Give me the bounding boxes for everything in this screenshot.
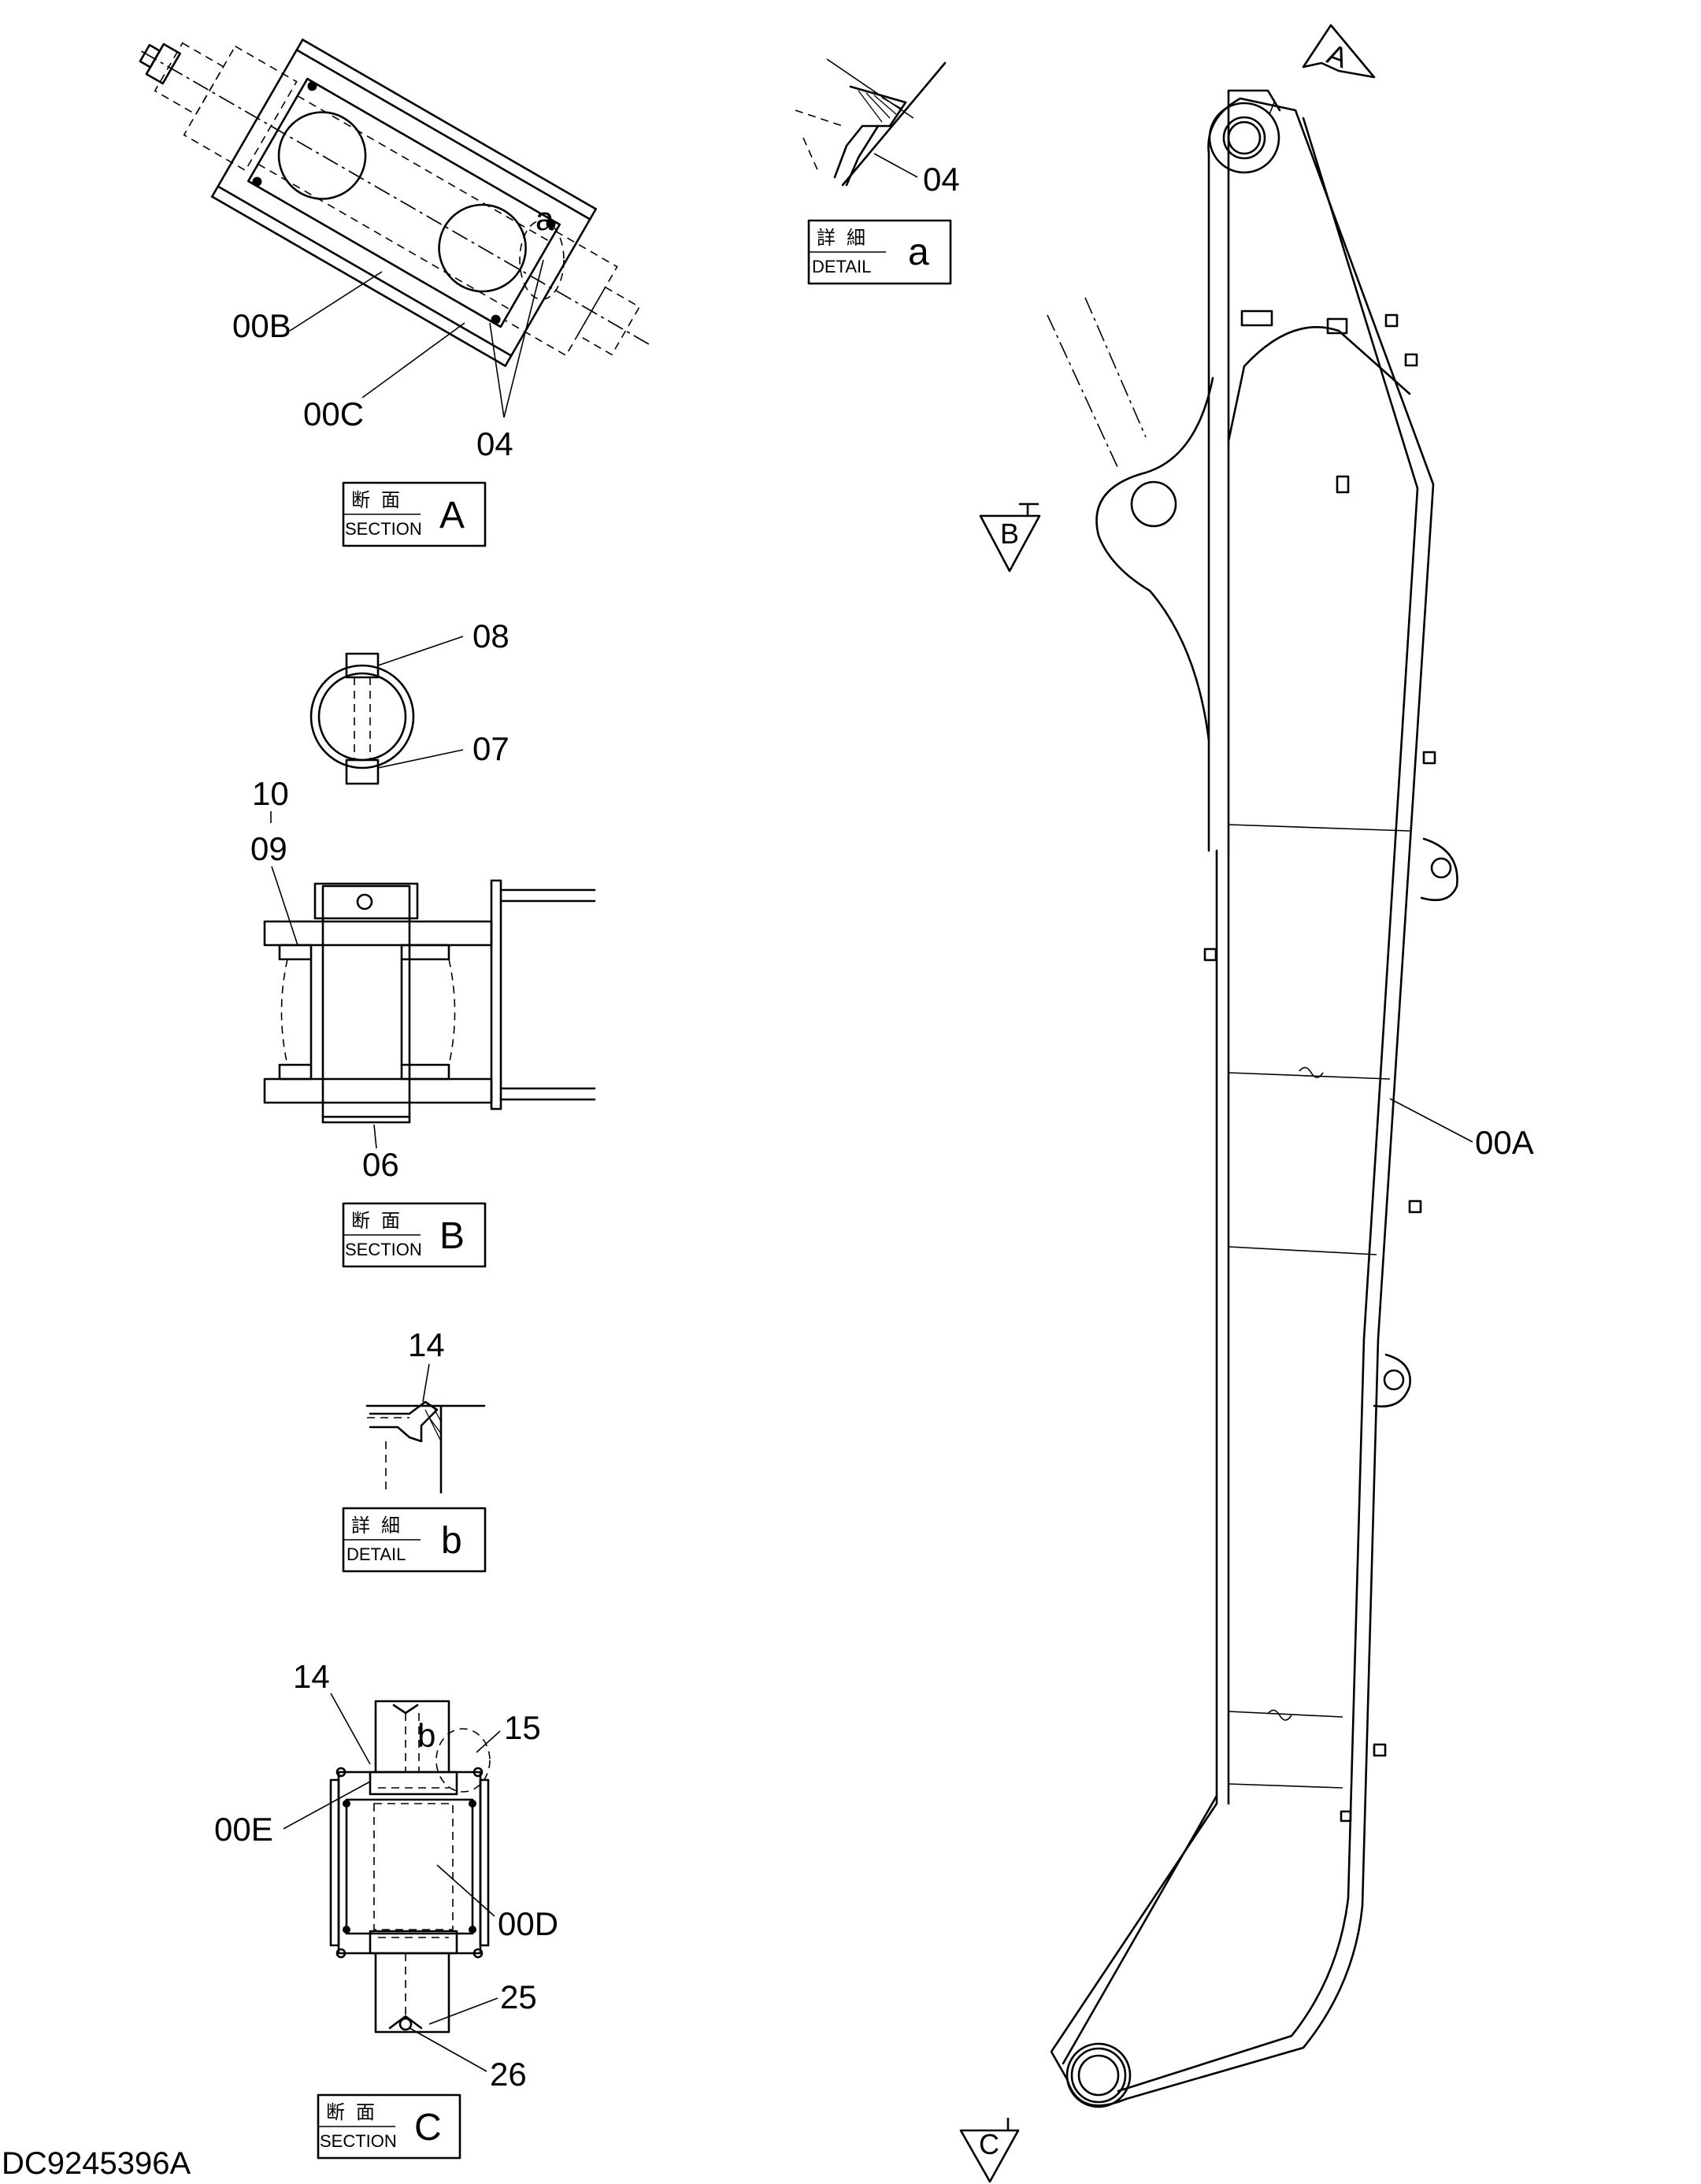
- svg-text:SECTION: SECTION: [320, 2131, 397, 2151]
- detail-tag-a: 詳細 DETAIL a: [807, 219, 952, 285]
- svg-text:詳細: 詳細: [351, 1515, 411, 1537]
- svg-text:C: C: [979, 2128, 999, 2160]
- detail-a-view: 04 詳細 DETAIL a: [795, 58, 960, 285]
- view-arrow-a: A: [1302, 24, 1376, 79]
- svg-text:DETAIL: DETAIL: [346, 1544, 406, 1564]
- svg-text:A: A: [439, 495, 465, 536]
- part-label-00B: 00B: [232, 307, 291, 344]
- detail-b-view: 14 詳細 DETAIL b: [342, 1326, 487, 1573]
- part-label-14-detail: 14: [408, 1326, 445, 1363]
- svg-text:DETAIL: DETAIL: [812, 257, 871, 276]
- part-label-14: 14: [293, 1658, 330, 1695]
- section-a-view: a 00B 00C 04 断面 SECTION A: [139, 39, 654, 547]
- part-label-10: 10: [252, 775, 289, 812]
- view-arrow-b: B: [979, 502, 1041, 573]
- detail-marker-a: a: [536, 200, 554, 237]
- part-label-00E: 00E: [214, 1811, 273, 1848]
- part-label-25: 25: [500, 1978, 537, 2015]
- svg-text:b: b: [441, 1520, 462, 1562]
- part-label-06: 06: [362, 1146, 399, 1183]
- section-tag-c: 断面 SECTION C: [317, 2093, 461, 2160]
- part-label-15: 15: [504, 1709, 541, 1746]
- section-tag-b: 断面 SECTION B: [342, 1202, 487, 1268]
- section-b-view: 10 09 06 断面 SECTION B: [250, 775, 596, 1268]
- drawing-code: DC9245396A: [2, 2146, 191, 2181]
- part-label-00D: 00D: [498, 1905, 558, 1942]
- part-label-26: 26: [490, 2056, 527, 2093]
- part-label-07: 07: [472, 730, 510, 767]
- svg-text:断面: 断面: [351, 1210, 411, 1232]
- svg-text:B: B: [1000, 517, 1019, 550]
- svg-text:C: C: [414, 2107, 442, 2149]
- svg-text:A: A: [1323, 37, 1352, 74]
- svg-text:a: a: [908, 232, 929, 273]
- svg-text:SECTION: SECTION: [345, 519, 422, 539]
- part-label-09: 09: [250, 830, 287, 867]
- detail-tag-b: 詳細 DETAIL b: [342, 1507, 487, 1573]
- pin-view: 08 07: [309, 617, 510, 785]
- svg-text:詳細: 詳細: [817, 227, 876, 249]
- part-label-00A: 00A: [1475, 1124, 1534, 1161]
- svg-text:断面: 断面: [351, 489, 411, 511]
- arm-main-view: 00A: [1047, 89, 1534, 2108]
- section-tag-a: 断面 SECTION A: [342, 481, 487, 547]
- part-label-08: 08: [472, 617, 510, 654]
- detail-marker-b: b: [417, 1717, 435, 1754]
- part-label-04-a: 04: [476, 425, 513, 462]
- svg-text:B: B: [439, 1215, 465, 1257]
- part-label-00C: 00C: [303, 395, 364, 432]
- svg-text:SECTION: SECTION: [345, 1240, 422, 1259]
- section-c-view: b 14 15 00E 00D 25 26 断面 SECTION C: [214, 1658, 558, 2160]
- view-arrow-c: C: [959, 2117, 1020, 2183]
- svg-text:断面: 断面: [326, 2101, 386, 2123]
- part-label-04-detail: 04: [923, 161, 960, 198]
